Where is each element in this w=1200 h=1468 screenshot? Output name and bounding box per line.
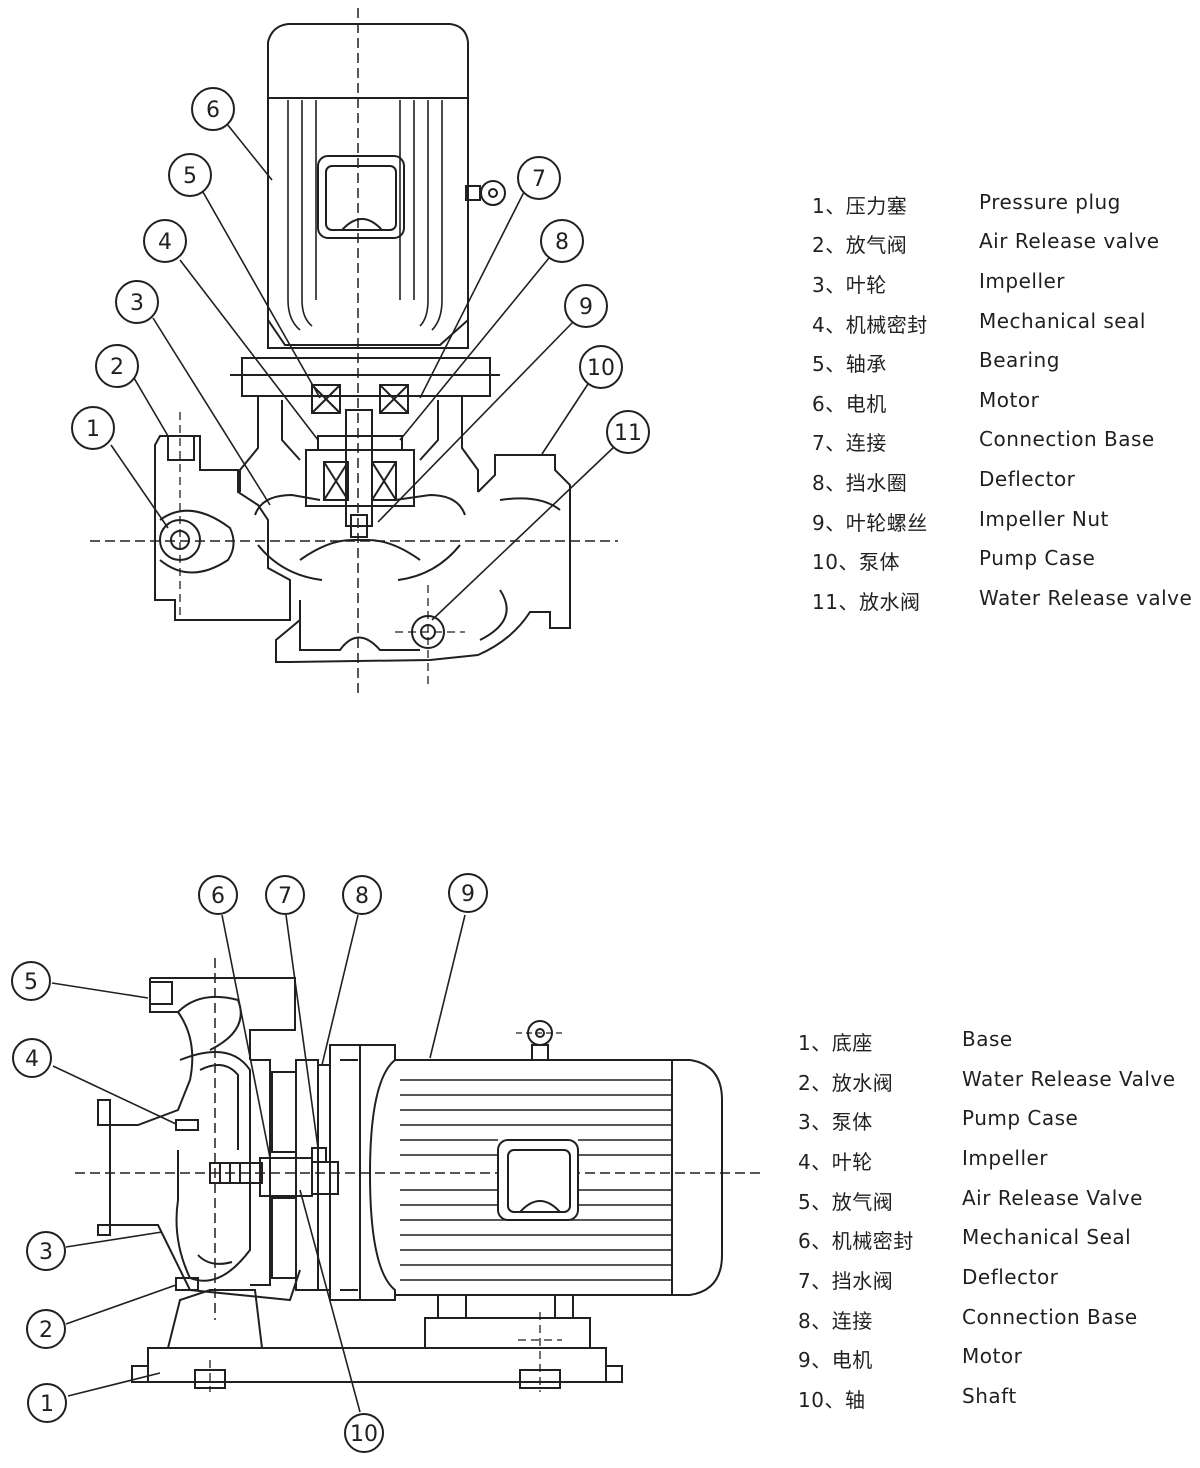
h-legend-en: Air Release Valve [962, 1186, 1143, 1210]
h-legend-cn: 4、叶轮 [798, 1150, 873, 1174]
h-legend-en: Connection Base [962, 1305, 1138, 1329]
v-callout-1: 1 [86, 417, 100, 442]
v-legend-en: Air Release valve [979, 229, 1160, 253]
v-legend-cn: 6、电机 [812, 392, 887, 416]
h-legend-row: 9、电机 Motor [798, 1344, 1188, 1372]
v-legend-en: Motor [979, 388, 1040, 412]
vertical-callouts [71, 87, 650, 454]
v-legend-en: Impeller [979, 269, 1066, 293]
h-legend-row: 6、机械密封 Mechanical Seal [798, 1225, 1188, 1253]
h-legend-row: 8、连接 Connection Base [798, 1305, 1188, 1333]
h-legend-en: Motor [962, 1344, 1023, 1368]
h-legend-cn: 9、电机 [798, 1348, 873, 1372]
v-legend-row: 9、叶轮螺丝 Impeller Nut [812, 507, 1192, 535]
v-callout-3: 3 [130, 291, 144, 316]
v-legend-cn: 10、泵体 [812, 550, 900, 574]
v-callout-5: 5 [183, 164, 197, 189]
v-legend-cn: 3、叶轮 [812, 273, 887, 297]
h-callout-5: 5 [24, 970, 38, 995]
v-legend-cn: 9、叶轮螺丝 [812, 511, 928, 535]
h-legend-cn: 5、放气阀 [798, 1190, 894, 1214]
v-legend-row: 11、放水阀 Water Release valve [812, 586, 1193, 614]
h-legend-row: 5、放气阀 Air Release Valve [798, 1186, 1188, 1214]
horizontal-callouts [11, 873, 488, 1453]
vertical-pump-drawing [90, 8, 618, 695]
v-legend-row: 1、压力塞 Pressure plug [812, 190, 1192, 218]
v-legend-row: 4、机械密封 Mechanical seal [812, 309, 1192, 337]
v-callout-4: 4 [158, 230, 172, 255]
horizontal-pump-drawing [51, 914, 762, 1413]
h-callout-4: 4 [25, 1047, 39, 1072]
h-legend-row: 1、底座 Base [798, 1027, 1188, 1055]
v-legend-en: Mechanical seal [979, 309, 1146, 333]
h-legend-row: 4、叶轮 Impeller [798, 1146, 1188, 1174]
v-callout-10: 10 [587, 356, 615, 381]
h-legend-row: 3、泵体 Pump Case [798, 1106, 1188, 1134]
v-legend-row: 10、泵体 Pump Case [812, 546, 1192, 574]
h-legend-cn: 8、连接 [798, 1309, 873, 1333]
v-legend-en: Impeller Nut [979, 507, 1109, 531]
h-legend-cn: 7、挡水阀 [798, 1269, 894, 1293]
h-callout-7: 7 [278, 884, 292, 909]
v-callout-2: 2 [110, 355, 124, 380]
h-callout-10: 10 [350, 1422, 378, 1447]
v-legend-cn: 4、机械密封 [812, 313, 928, 337]
h-callout-3: 3 [39, 1240, 53, 1265]
v-legend-row: 8、挡水圈 Deflector [812, 467, 1192, 495]
h-legend-cn: 1、底座 [798, 1031, 873, 1055]
v-legend-en: Bearing [979, 348, 1060, 372]
h-legend-row: 10、轴 Shaft [798, 1384, 1188, 1412]
h-legend-cn: 6、机械密封 [798, 1229, 914, 1253]
h-legend-cn: 10、轴 [798, 1388, 866, 1412]
v-legend-en: Deflector [979, 467, 1076, 491]
h-legend-en: Pump Case [962, 1106, 1079, 1130]
v-callout-8: 8 [555, 230, 569, 255]
h-legend-en: Base [962, 1027, 1013, 1051]
v-callout-9: 9 [579, 295, 593, 320]
v-legend-row: 2、放气阀 Air Release valve [812, 229, 1192, 257]
v-legend-cn: 5、轴承 [812, 352, 887, 376]
h-callout-9: 9 [461, 882, 475, 907]
v-legend-en: Pressure plug [979, 190, 1121, 214]
v-callout-11: 11 [614, 421, 642, 446]
v-legend-cn: 8、挡水圈 [812, 471, 908, 495]
h-legend-row: 2、放水阀 Water Release Valve [798, 1067, 1188, 1095]
v-legend-row: 6、电机 Motor [812, 388, 1192, 416]
v-legend-row: 5、轴承 Bearing [812, 348, 1192, 376]
v-callout-7: 7 [532, 167, 546, 192]
h-legend-en: Water Release Valve [962, 1067, 1176, 1091]
h-legend-cn: 3、泵体 [798, 1110, 873, 1134]
h-callout-8: 8 [355, 884, 369, 909]
v-legend-en: Water Release valve [979, 586, 1193, 610]
v-legend-cn: 11、放水阀 [812, 590, 921, 614]
v-legend-cn: 7、连接 [812, 431, 887, 455]
h-legend-cn: 2、放水阀 [798, 1071, 894, 1095]
h-legend-en: Deflector [962, 1265, 1059, 1289]
v-legend-cn: 2、放气阀 [812, 233, 908, 257]
v-legend-row: 7、连接 Connection Base [812, 427, 1192, 455]
h-legend-en: Shaft [962, 1384, 1017, 1408]
v-legend-en: Connection Base [979, 427, 1155, 451]
v-callout-6: 6 [206, 98, 220, 123]
h-legend-en: Mechanical Seal [962, 1225, 1132, 1249]
v-legend-cn: 1、压力塞 [812, 194, 908, 218]
v-legend-en: Pump Case [979, 546, 1096, 570]
h-legend-row: 7、挡水阀 Deflector [798, 1265, 1188, 1293]
h-callout-2: 2 [39, 1318, 53, 1343]
h-callout-1: 1 [40, 1392, 54, 1417]
h-callout-6: 6 [211, 884, 225, 909]
v-legend-row: 3、叶轮 Impeller [812, 269, 1192, 297]
h-legend-en: Impeller [962, 1146, 1049, 1170]
